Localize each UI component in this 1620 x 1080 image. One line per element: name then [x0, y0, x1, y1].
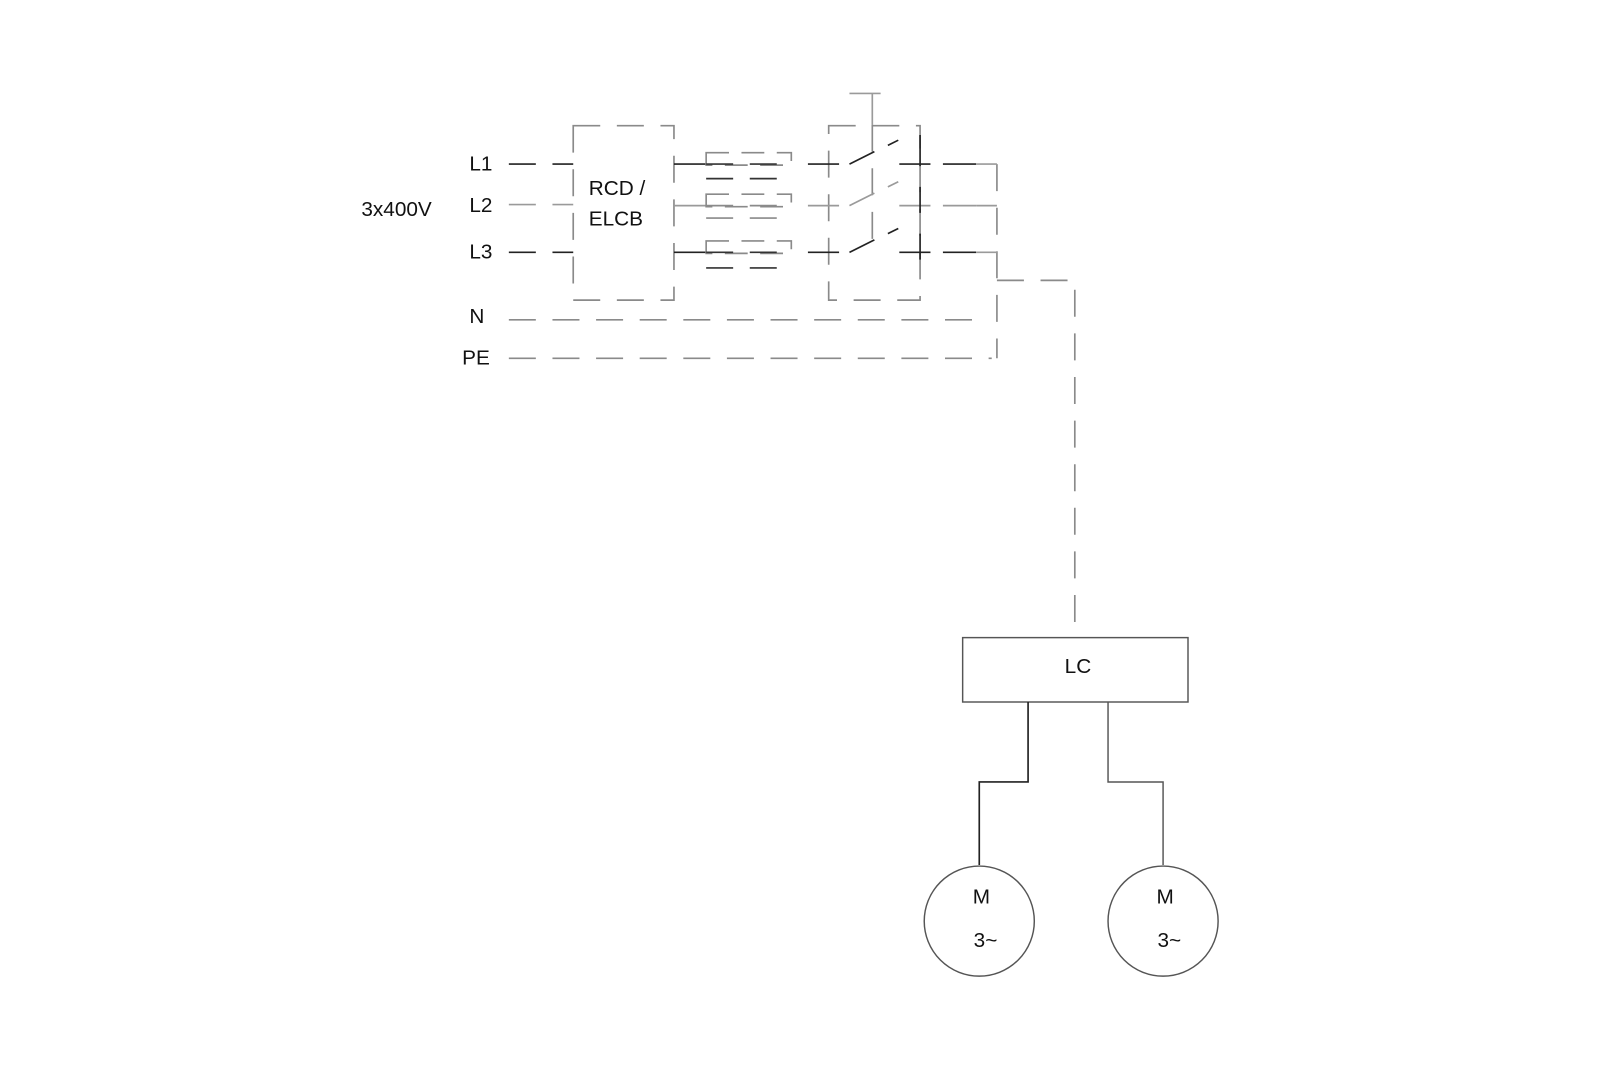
elcb-label: ELCB	[589, 207, 643, 230]
rcd-elcb-device: RCD / ELCB	[572, 124, 675, 301]
motor-1: M 3~	[923, 865, 1036, 977]
fuse-blocks	[673, 151, 793, 269]
controller-label: LC	[1065, 655, 1092, 678]
supply-cable	[508, 163, 1076, 638]
earth-label: PE	[462, 347, 490, 370]
main-switch	[807, 92, 977, 301]
motor-1-label: M	[973, 885, 990, 908]
motor-2-type: 3~	[1157, 929, 1181, 952]
input-wires	[508, 163, 574, 254]
phase-l3-label: L3	[469, 241, 492, 264]
level-controller: LC	[961, 636, 1189, 703]
motor-2: M 3~	[1107, 865, 1219, 977]
motor-1-cable	[978, 702, 1029, 866]
phase-l1-label: L1	[469, 152, 492, 175]
supply-voltage-label: 3x400V	[361, 198, 432, 221]
motor-1-type: 3~	[974, 929, 998, 952]
motor-2-label: M	[1157, 885, 1174, 908]
phase-l2-label: L2	[469, 194, 492, 217]
motor-2-cable	[1107, 702, 1164, 866]
neutral-label: N	[469, 305, 484, 328]
rcd-label: RCD /	[589, 177, 646, 200]
